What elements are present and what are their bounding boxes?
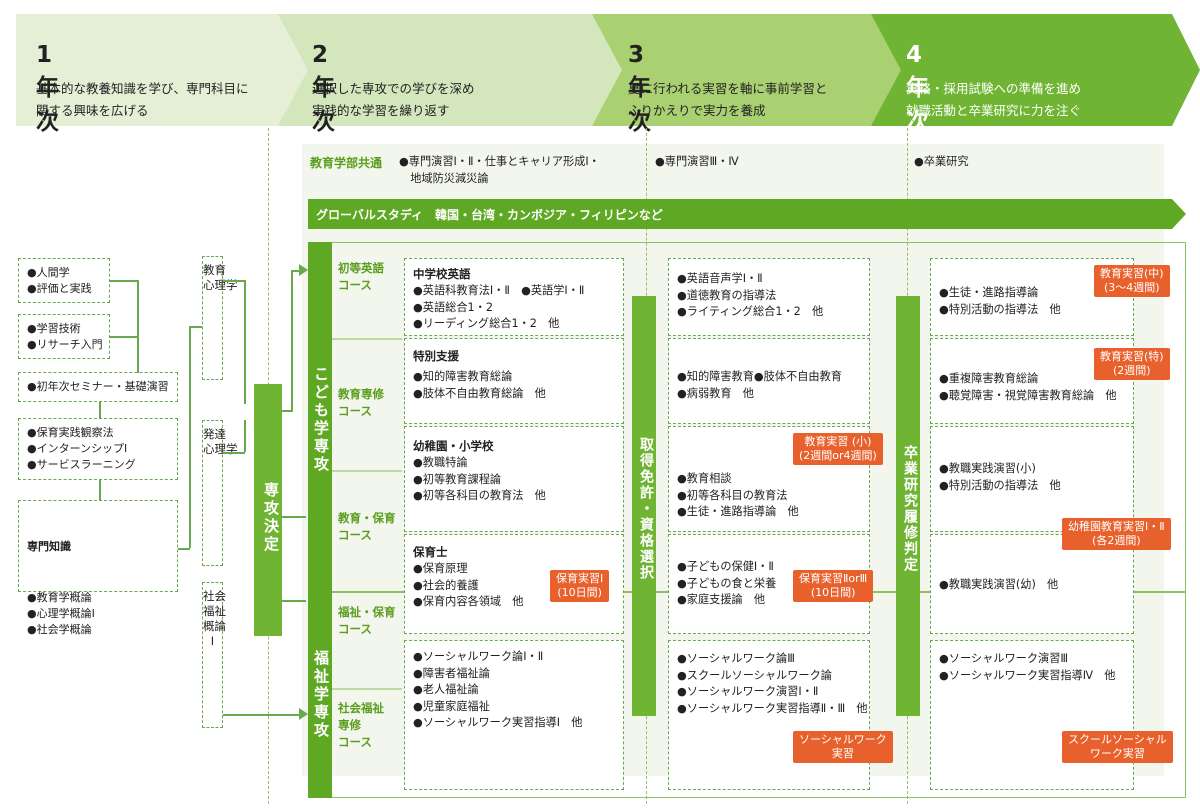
subject-kyoiku-shinri: 教育 心理学 <box>202 256 238 380</box>
year3-title: 3年次 <box>628 42 652 135</box>
global-study-arrow <box>308 199 1186 229</box>
cell-y2-fukushi: ●ソーシャルワーク論Ⅰ・Ⅱ ●障害者福祉論 ●老人福祉論 ●児童家庭福祉 ●ソー… <box>404 640 624 790</box>
badge-kyoiku-jisshu-sho: 教育実習 (小) (2週間or4週間) <box>793 433 883 465</box>
common-year2: ●専門演習Ⅰ・Ⅱ・仕事とキャリア形成Ⅰ・ 地域防災減災論 <box>399 155 600 185</box>
cell-y3-eigo: ●英語音声学Ⅰ・Ⅱ ●道徳教育の指導法 ●ライティング総合1・2 他 <box>668 258 870 336</box>
subject-hattatsu-shinri: 発達 心理学 <box>202 420 238 566</box>
year4-desc: 資格・採用試験への準備を進め 就職活動と卒業研究に力を注ぐ <box>906 81 1082 118</box>
year2-desc: 選択した専攻での学びを深め 実践的な学習を繰り返す <box>312 81 475 118</box>
license-select-label: 取得免許・資格選択 <box>638 437 654 581</box>
cell-y3-fukushi-items: ●ソーシャルワーク論Ⅲ ●スクールソーシャルワーク論 ●ソーシャルワーク演習Ⅰ・… <box>677 652 868 715</box>
badge-sw-jisshu: ソーシャルワーク 実習 <box>793 731 893 763</box>
cell-y4-fukushi-items: ●ソーシャルワーク演習Ⅲ ●ソーシャルワーク実習指導Ⅳ 他 <box>939 652 1116 682</box>
common-year4: ●卒業研究 <box>914 155 969 168</box>
course-fukushi-hoiku: 福祉・保育 コース <box>338 605 396 636</box>
course-shoto-eigo: 初等英語 コース <box>338 261 384 292</box>
first-year-box-1: ●人間学 ●評価と実践 <box>18 258 110 303</box>
cell-y2-eigo: 中学校英語 ●英語科教育法Ⅰ・Ⅱ ●英語学Ⅰ・Ⅱ ●英語総合1・2 ●リーディン… <box>404 258 624 336</box>
cell-y4-youchien: ●教職実践演習(小) ●特別活動の指導法 他 <box>930 426 1134 532</box>
thesis-judge-label: 卒業研究履修判定 <box>902 445 918 573</box>
course-kyoiku-senshu: 教育専修 コース <box>338 387 384 418</box>
senmon-box: 専門知識 ●教育学概論 ●心理学概論Ⅰ ●社会学概論 <box>18 500 178 636</box>
kodomo-major-bar <box>308 242 332 592</box>
cell-y4-tokubetsu-items: ●重複障害教育総論 ●聴覚障害・視覚障害教育総論 他 <box>939 372 1117 402</box>
common-label: 教育学部共通 <box>310 156 383 170</box>
senmon-items: ●教育学概論 ●心理学概論Ⅰ ●社会学概論 <box>27 591 95 636</box>
kodomo-major-label: こども学専攻 <box>312 366 330 474</box>
badge-kyoiku-jisshu-chu: 教育実習(中) (3〜4週間) <box>1094 265 1170 297</box>
cell-y2-eigo-head: 中学校英語 <box>413 267 471 281</box>
cell-y3-eigo-items: ●英語音声学Ⅰ・Ⅱ ●道徳教育の指導法 ●ライティング総合1・2 他 <box>677 272 824 319</box>
cell-y2-hoikushi-items: ●保育原理 ●社会的養護 ●保育内容各領域 他 <box>413 562 524 609</box>
year1-title: 1年次 <box>36 42 60 135</box>
first-year-box-4: ●保育実践観察法 ●インターンシップⅠ ●サービスラーニング <box>18 418 178 480</box>
first-year-box-3: ●初年次セミナー・基礎演習 <box>18 372 178 402</box>
subject-shakai-fukushi: 社会 福祉 概論 Ⅰ <box>202 582 226 728</box>
cell-y3-tokubetsu: ●知的障害教育●肢体不自由教育 ●病弱教育 他 <box>668 338 870 424</box>
thesis-judge-bar <box>896 296 920 716</box>
year4-title: 4年次 <box>906 42 930 135</box>
badge-hoiku-jisshu-1: 保育実習Ⅰ (10日間) <box>550 570 610 602</box>
cell-y2-eigo-items: ●英語科教育法Ⅰ・Ⅱ ●英語学Ⅰ・Ⅱ ●英語総合1・2 ●リーディング総合1・2… <box>413 284 585 331</box>
year2-arrow <box>278 14 627 126</box>
badge-kyoiku-jisshu-toku: 教育実習(特) (2週間) <box>1094 348 1170 380</box>
cell-y4-fukushi: ●ソーシャルワーク演習Ⅲ ●ソーシャルワーク実習指導Ⅳ 他 <box>930 640 1134 790</box>
course-shakai-fukushi: 社会福祉 専修 コース <box>338 701 384 749</box>
global-study-label: グローバルスタディ 韓国・台湾・カンボジア・フィリピンなど <box>316 208 663 222</box>
cell-y4-hoiku: ●教職実践演習(幼) 他 <box>930 534 1134 634</box>
year1-desc: 基本的な教養知識を学び、専門科目に 関する興味を広げる <box>36 81 249 118</box>
cell-y3-hoiku-items: ●子どもの保健Ⅰ・Ⅱ ●子どもの食と栄養 ●家庭支援論 他 <box>677 560 777 607</box>
decision-bar <box>254 384 282 636</box>
badge-school-sw-jisshu: スクールソーシャル ワーク実習 <box>1062 731 1173 763</box>
course-kyoiku-hoiku: 教育・保育 コース <box>338 511 396 542</box>
year4-arrow <box>871 14 1200 126</box>
cell-y2-hoikushi-head: 保育士 <box>413 545 448 559</box>
cell-y3-tokubetsu-items: ●知的障害教育●肢体不自由教育 ●病弱教育 他 <box>677 370 842 400</box>
license-select-bar <box>632 296 656 716</box>
badge-hoiku-jisshu-2: 保育実習ⅡorⅢ (10日間) <box>793 570 874 602</box>
year1-arrow <box>16 14 313 126</box>
fukushi-major-bar <box>308 592 332 798</box>
year3-arrow <box>592 14 906 126</box>
year-arrows <box>16 14 1200 126</box>
cell-y2-fukushi-items: ●ソーシャルワーク論Ⅰ・Ⅱ ●障害者福祉論 ●老人福祉論 ●児童家庭福祉 ●ソー… <box>413 650 583 730</box>
cell-y3-fukushi: ●ソーシャルワーク論Ⅲ ●スクールソーシャルワーク論 ●ソーシャルワーク演習Ⅰ・… <box>668 640 870 790</box>
cell-y2-tokubetsu: 特別支援 ●知的障害教育総論 ●肢体不自由教育総論 他 <box>404 338 624 424</box>
cell-y3-youchien-items: ●教育相談 ●初等各科目の教育法 ●生徒・進路指導論 他 <box>677 472 799 519</box>
cell-y4-youchien-items: ●教職実践演習(小) ●特別活動の指導法 他 <box>939 462 1061 492</box>
cell-y2-youchien: 幼稚園・小学校 ●教職特論 ●初等教育課程論 ●初等各科目の教育法 他 <box>404 426 624 532</box>
common-year3: ●専門演習Ⅲ・Ⅳ <box>655 155 739 168</box>
fukushi-major-label: 福祉学専攻 <box>312 650 330 740</box>
cell-y2-youchien-items: ●教職特論 ●初等教育課程論 ●初等各科目の教育法 他 <box>413 456 546 503</box>
year3-desc: 夏に行われる実習を軸に事前学習と ふりかえりで実力を養成 <box>628 81 828 118</box>
cell-y2-tokubetsu-head: 特別支援 <box>413 349 459 363</box>
cell-y4-hoiku-items: ●教職実践演習(幼) 他 <box>939 578 1059 591</box>
year2-title: 2年次 <box>312 42 336 135</box>
cell-y2-youchien-head: 幼稚園・小学校 <box>413 439 494 453</box>
decision-label: 専攻決定 <box>262 482 280 554</box>
senmon-title: 専門知識 <box>27 540 71 553</box>
badge-youchien-jisshu: 幼稚園教育実習Ⅰ・Ⅱ (各2週間) <box>1062 518 1171 550</box>
cell-y4-eigo-items: ●生徒・進路指導論 ●特別活動の指導法 他 <box>939 286 1061 316</box>
cell-y2-tokubetsu-items: ●知的障害教育総論 ●肢体不自由教育総論 他 <box>413 370 546 400</box>
first-year-box-2: ●学習技術 ●リサーチ入門 <box>18 314 110 359</box>
